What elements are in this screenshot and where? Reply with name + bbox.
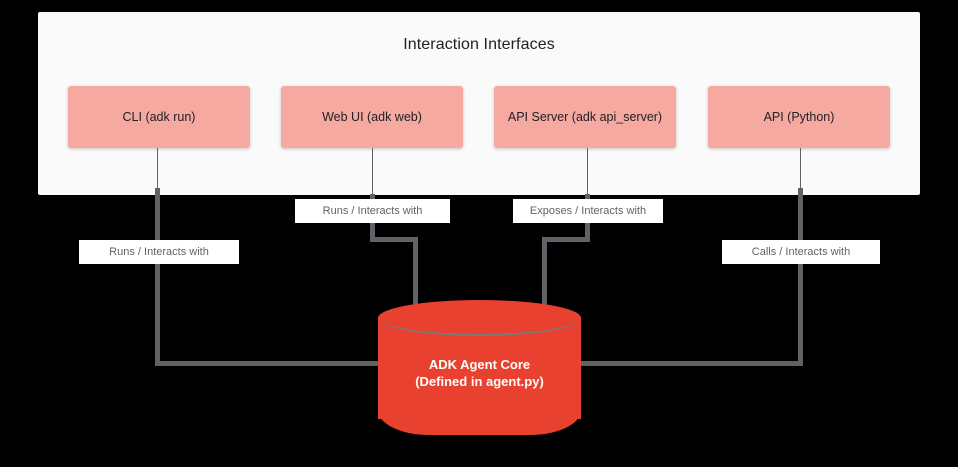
node-api-server[interactable]: API Server (adk api_server)	[494, 86, 676, 148]
connector-apiserver-horizontal	[542, 237, 590, 242]
connector-webui-horizontal	[370, 237, 418, 242]
connector-apiserver-vertical-b	[542, 237, 547, 329]
connector-apipython-horizontal	[560, 361, 803, 366]
cylinder-label: ADK Agent Core (Defined in agent.py)	[378, 356, 581, 390]
connector-cli-vertical	[155, 188, 160, 366]
node-cli[interactable]: CLI (adk run)	[68, 86, 250, 148]
node-api-server-label: API Server (adk api_server)	[507, 110, 663, 124]
cylinder-top-ellipse	[378, 300, 581, 336]
edge-label-webui: Runs / Interacts with	[295, 199, 450, 223]
edge-label-apiserver-text: Exposes / Interacts with	[529, 205, 647, 217]
cylinder-bottom-ellipse	[378, 385, 581, 435]
edge-label-cli: Runs / Interacts with	[79, 240, 239, 264]
node-web-ui[interactable]: Web UI (adk web)	[281, 86, 463, 148]
connector-cli-stub	[157, 148, 158, 190]
panel-title: Interaction Interfaces	[403, 36, 555, 53]
node-cli-label: CLI (adk run)	[122, 110, 196, 124]
edge-label-cli-text: Runs / Interacts with	[109, 246, 209, 258]
connector-apipython-stub	[800, 148, 801, 190]
node-api-python[interactable]: API (Python)	[708, 86, 890, 148]
edge-label-apipython-text: Calls / Interacts with	[751, 246, 851, 258]
edge-label-webui-text: Runs / Interacts with	[322, 205, 423, 217]
connector-webui-vertical-b	[413, 237, 418, 329]
connector-cli-horizontal	[155, 361, 400, 366]
node-api-python-label: API (Python)	[763, 110, 835, 124]
node-web-ui-label: Web UI (adk web)	[322, 110, 422, 124]
cylinder-label-line2: (Defined in agent.py)	[415, 374, 544, 389]
node-adk-agent-core[interactable]: ADK Agent Core (Defined in agent.py)	[378, 300, 581, 436]
connector-webui-stub	[372, 148, 373, 198]
connector-apipython-vertical	[798, 188, 803, 366]
edge-label-apipython: Calls / Interacts with	[722, 240, 880, 264]
edge-label-apiserver: Exposes / Interacts with	[513, 199, 663, 223]
connector-apiserver-stub	[587, 148, 588, 198]
cylinder-label-line1: ADK Agent Core	[428, 357, 531, 372]
